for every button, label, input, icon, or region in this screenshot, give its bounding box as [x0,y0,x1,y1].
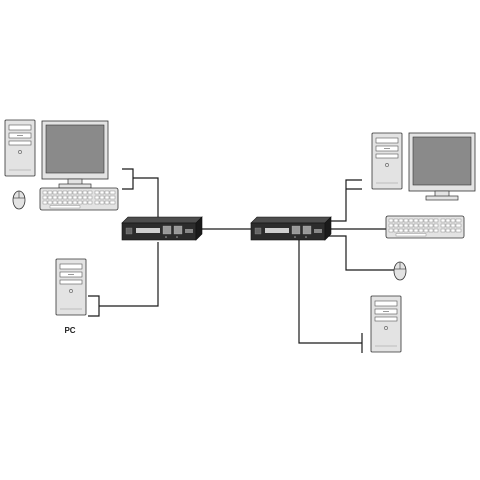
mouse-icon [393,261,407,281]
mouse-icon [12,190,26,210]
cables [88,168,394,353]
computer-tower-icon [370,295,402,353]
pc-label: PC [64,326,76,335]
cable-remote-computer-2-connection [298,236,363,353]
computer-tower-icon [55,258,87,316]
monitor-icon [41,120,109,189]
cable-remote-computer-connection [326,179,362,222]
keyboard-icon [385,215,465,239]
cable-local-pc-to-extender [88,242,159,317]
keyboard-icon [39,187,119,211]
monitor-icon [408,132,476,201]
kvm-extender-icon [121,216,203,241]
computer-tower-icon [371,132,403,190]
computer-tower-icon [4,119,36,177]
cable-remote-mouse-connection [326,235,394,271]
cable-local-computer-to-extender [122,168,164,220]
kvm-extender-icon [250,216,332,241]
